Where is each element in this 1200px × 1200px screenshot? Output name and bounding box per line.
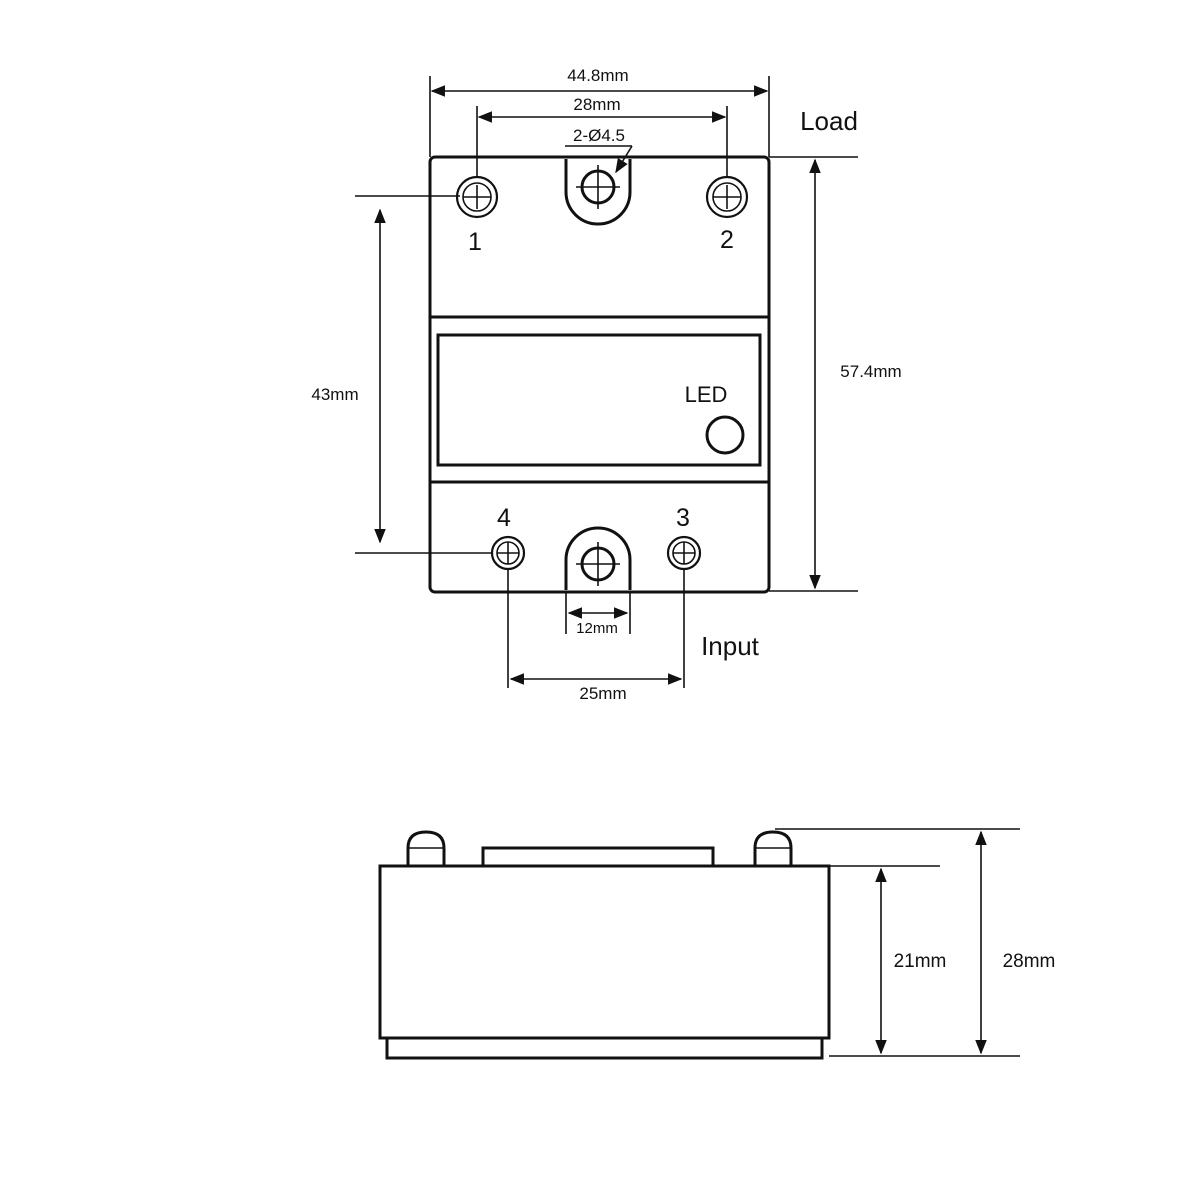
dim-terminal-spacing-top: 28mm	[476, 95, 728, 177]
terminal-label-3: 3	[676, 504, 690, 532]
side-screw-left-icon	[406, 830, 446, 866]
led-panel	[436, 333, 762, 467]
top-mount-hole-icon	[576, 165, 620, 209]
led-label: LED	[685, 382, 728, 407]
side-base-plate	[385, 1036, 824, 1060]
dim-terminal-spacing-bottom: 25mm	[507, 569, 685, 703]
terminal-label-2: 2	[720, 226, 734, 254]
side-view: 21mm 28mm	[378, 828, 1056, 1060]
dim-hole-label: 2-Ø4.5	[573, 126, 625, 145]
dim-hole: 2-Ø4.5	[565, 126, 633, 174]
terminal-4-screw-icon	[490, 535, 526, 571]
bottom-mount-slot	[564, 526, 632, 590]
input-label: Input	[701, 631, 760, 661]
top-mount-slot	[564, 159, 632, 226]
dim-terminal-spacing-bottom-label: 25mm	[579, 684, 626, 703]
dim-terminal-spacing-top-label: 28mm	[573, 95, 620, 114]
side-cover-plate	[481, 846, 715, 868]
dim-slot-width: 12mm	[565, 592, 631, 637]
dim-height-label: 57.4mm	[840, 362, 901, 381]
dim-terminal-vertical-label: 43mm	[311, 385, 358, 404]
side-screw-right-icon	[753, 830, 793, 866]
dim-terminal-vertical: 43mm	[311, 195, 492, 554]
terminal-3-screw-icon	[666, 535, 702, 571]
bottom-mount-hole-icon	[576, 542, 620, 586]
terminal-1-screw-icon	[455, 175, 499, 219]
relay-cover-band	[428, 315, 771, 484]
dim-total-height-label: 28mm	[1003, 951, 1056, 972]
terminal-2-screw-icon	[705, 175, 749, 219]
dim-slot-width-label: 12mm	[576, 620, 618, 637]
terminal-label-1: 1	[468, 228, 482, 256]
load-label: Load	[800, 106, 858, 136]
top-view: LED 1 2 3 4 44.8mm 28mm 2-Ø4.5 Load	[311, 66, 901, 703]
dim-height: 57.4mm	[769, 156, 902, 592]
dim-width-label: 44.8mm	[567, 66, 628, 85]
led-indicator-icon	[705, 415, 745, 455]
dim-body-height-label: 21mm	[894, 951, 947, 972]
side-body	[378, 864, 831, 1040]
terminal-label-4: 4	[497, 504, 511, 532]
dim-body-height: 21mm	[829, 865, 1020, 1057]
dim-width: 44.8mm	[429, 66, 770, 157]
dim-total-height: 28mm	[775, 828, 1056, 1055]
